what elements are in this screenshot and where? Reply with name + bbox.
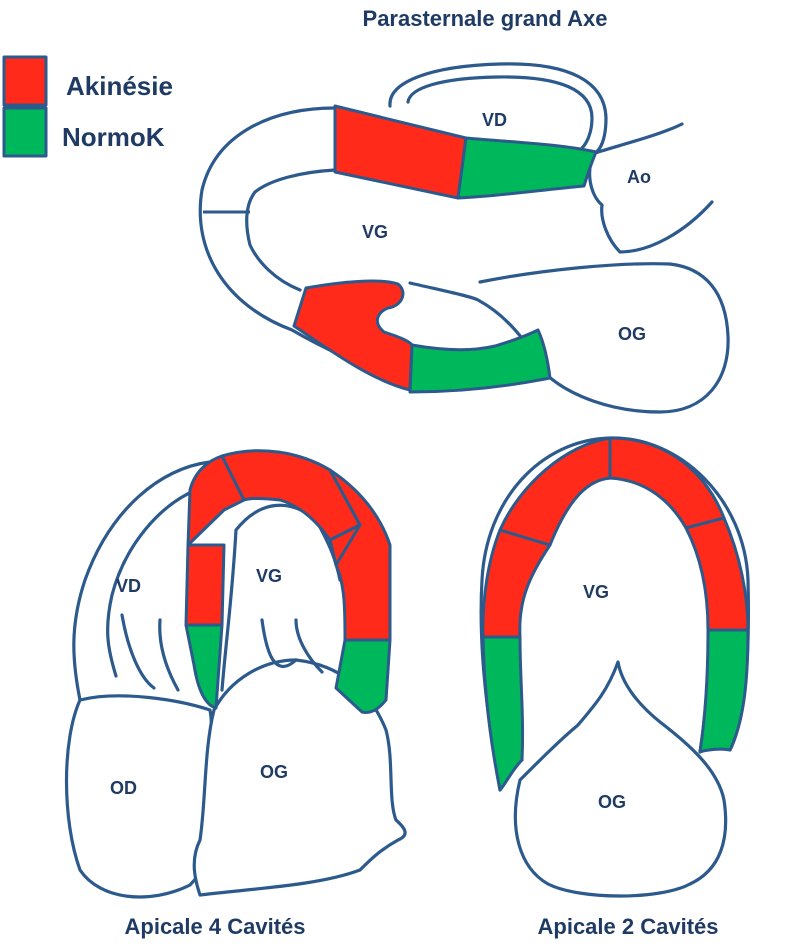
a2c-lv-label: VG: [583, 582, 609, 602]
legend-swatch-akinesie: [2, 55, 48, 107]
a2c-seg-inferior-basal: [481, 635, 525, 792]
a4c-seg-apex: [220, 449, 362, 542]
a4c-rv-label: VD: [116, 576, 141, 596]
plax-la-label: OG: [618, 324, 646, 344]
a2c-seg-anterior-basal: [698, 628, 750, 754]
a4c-lv-inner: [220, 503, 342, 692]
plax-view: Parasternale grand Axe VD Ao VG OG: [198, 6, 730, 414]
a4c-rv-outline: [72, 460, 212, 702]
plax-rv-inner-outline: [406, 75, 594, 150]
legend-label-normok: NormoK: [62, 122, 165, 152]
plax-ao-label: Ao: [627, 167, 651, 187]
a4c-la-outline: [192, 658, 407, 897]
plax-seg-inferolateral-basal: [292, 279, 414, 392]
plax-lv-label: VG: [362, 222, 388, 242]
a2c-la-outline: [513, 660, 728, 898]
a4c-seg-lateral-basal: [334, 638, 392, 714]
plax-seg-inferolateral-mid: [408, 328, 552, 394]
a4c-la-label: OG: [260, 762, 288, 782]
plax-apex-inner: [245, 168, 337, 292]
legend-swatch-normok: [2, 106, 48, 158]
a4c-ra-label: OD: [110, 778, 137, 798]
plax-rv-outline: [388, 62, 608, 155]
a4c-view: VD VG OD OG Apicale 4 Cavités: [64, 449, 407, 939]
a4c-seg-lateral-mid: [328, 523, 362, 567]
a2c-title: Apicale 2 Cavités: [538, 914, 719, 939]
plax-seg-anteroseptal-basal: [333, 104, 468, 200]
a4c-title: Apicale 4 Cavités: [125, 914, 306, 939]
plax-seg-anteroseptal-mid: [456, 136, 598, 200]
a4c-mitral: [260, 618, 324, 674]
a4c-seg-septal-basal: [184, 623, 224, 710]
a4c-rv-inner-outline: [106, 488, 198, 678]
plax-title: Parasternale grand Axe: [363, 6, 608, 31]
a4c-ra-outline: [64, 694, 214, 899]
plax-rv-label: VD: [482, 110, 507, 130]
a2c-view: VG OG Apicale 2 Cavités: [479, 436, 751, 939]
plax-aorta-outline: [588, 122, 714, 254]
a4c-tricuspid: [120, 613, 180, 692]
a4c-lv-label: VG: [256, 566, 282, 586]
a4c-seg-septal-mid: [184, 543, 226, 627]
a2c-seg-inferior-mid: [481, 528, 552, 639]
legend-label-akinesie: Akinésie: [66, 71, 173, 101]
a2c-la-label: OG: [598, 792, 626, 812]
legend: Akinésie NormoK: [2, 55, 173, 158]
